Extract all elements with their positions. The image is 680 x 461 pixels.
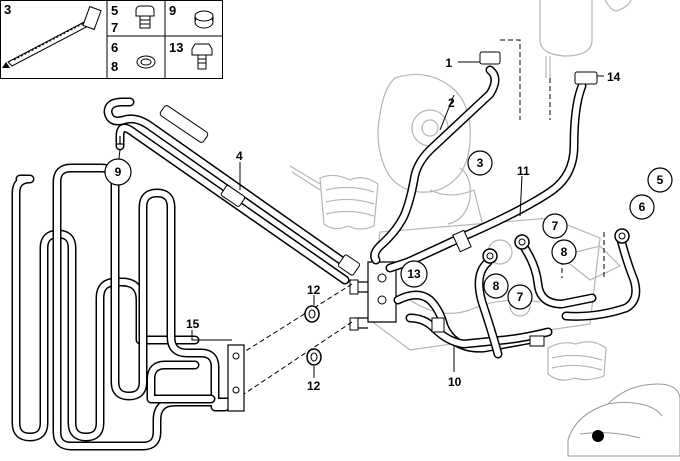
circled-callout-5: 5 <box>647 167 673 193</box>
legend-label-13: 13 <box>169 40 183 55</box>
hose-line-4 <box>103 97 361 285</box>
legend-label-9: 9 <box>169 3 176 18</box>
callout-4: 4 <box>236 149 243 163</box>
callout-labels: 1 2 4 10 11 12 12 14 15 <box>186 56 621 393</box>
banjo-bolt-icon <box>135 5 155 29</box>
svg-text:6: 6 <box>639 200 646 214</box>
hose-line-1 <box>370 51 501 265</box>
sealing-washer-12-upper <box>304 305 320 323</box>
distribution-block <box>349 261 397 331</box>
circled-callout-8-right: 8 <box>551 239 577 265</box>
circled-callout-3: 3 <box>467 150 493 176</box>
legend-label-7: 7 <box>111 20 118 35</box>
legend-label-8: 8 <box>111 59 118 74</box>
sealing-washer-12-lower <box>306 348 322 366</box>
svg-text:13: 13 <box>407 267 421 281</box>
callout-10: 10 <box>448 375 462 389</box>
circled-callout-7-upper: 7 <box>542 213 568 239</box>
callout-2: 2 <box>448 96 455 110</box>
circled-callout-6: 6 <box>629 194 655 220</box>
svg-text:7: 7 <box>552 219 559 233</box>
svg-text:3: 3 <box>477 156 484 170</box>
callout-11: 11 <box>517 164 530 178</box>
callout-14: 14 <box>607 70 621 84</box>
oil-cooler-coil <box>11 163 245 451</box>
callout-1: 1 <box>445 56 452 70</box>
cap-nut-icon <box>194 10 214 29</box>
parts-legend: 3 5 7 9 6 8 13 <box>0 0 223 79</box>
callout-15: 15 <box>186 317 200 331</box>
circled-callout-13: 13 <box>400 260 428 288</box>
svg-text:9: 9 <box>115 165 122 179</box>
svg-text:5: 5 <box>657 173 664 187</box>
legend-label-6: 6 <box>111 40 118 55</box>
hose-line-11 <box>385 71 598 273</box>
steering-boot-right <box>547 341 607 381</box>
engine-background-outline <box>289 0 632 381</box>
steering-boot-left <box>289 165 379 230</box>
legend-label-3: 3 <box>4 2 11 17</box>
callout-12-lower: 12 <box>307 379 321 393</box>
vehicle-locator-icon <box>567 383 680 457</box>
circled-callout-8-left: 8 <box>483 273 509 299</box>
legend-label-5: 5 <box>111 3 118 18</box>
svg-text:8: 8 <box>561 245 568 259</box>
cable-tie-icon <box>2 5 102 68</box>
callout-12-upper: 12 <box>307 283 321 297</box>
svg-text:7: 7 <box>517 290 524 304</box>
sealing-washer-icon <box>136 55 156 69</box>
svg-text:8: 8 <box>493 279 500 293</box>
circled-callout-7-lower: 7 <box>507 284 533 310</box>
hex-bolt-icon <box>191 43 213 70</box>
circled-callouts: 3 5 6 7 8 8 7 9 <box>104 150 673 310</box>
circled-callout-9: 9 <box>104 158 132 186</box>
hose-line-10 <box>393 228 641 359</box>
